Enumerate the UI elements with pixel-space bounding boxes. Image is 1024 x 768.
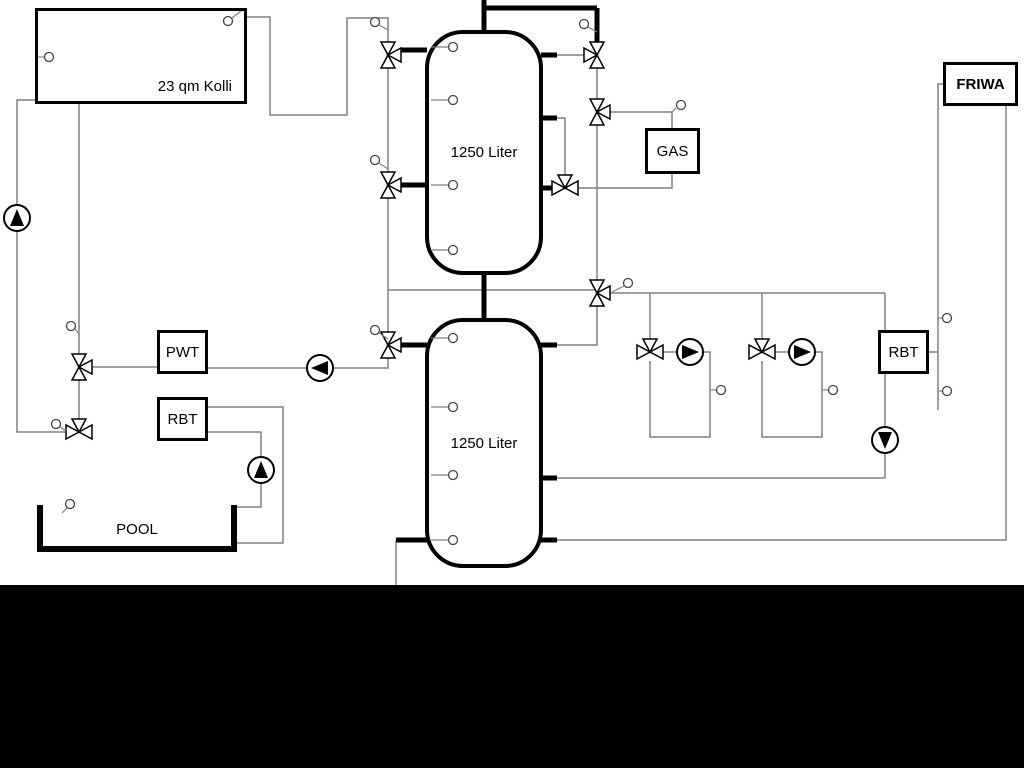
pipe-line: [649, 351, 711, 438]
valve-port-triangle: [70, 418, 88, 434]
sensor-tick: [74, 328, 80, 335]
pwt-box: [157, 330, 208, 374]
sensor-tick: [378, 162, 389, 170]
pipe-line: [556, 306, 598, 346]
temperature-sensor-icon: [50, 418, 62, 430]
temperature-sensor-icon: [578, 18, 590, 30]
pipe-line: [247, 16, 389, 345]
sensor-tick: [611, 285, 625, 293]
valve-port-triangle: [636, 343, 652, 361]
valve-port-triangle: [379, 41, 397, 57]
piping-layer: [3, 0, 1018, 585]
sensor-tick: [378, 332, 389, 340]
temperature-sensor-icon: [941, 385, 953, 397]
valve-port-triangle: [379, 171, 397, 187]
valve-port-triangle: [648, 343, 664, 361]
valve-port-triangle: [748, 343, 764, 361]
sensor-tick: [378, 24, 389, 31]
valve-port-triangle: [595, 284, 611, 302]
pipe-line: [556, 106, 1007, 541]
sensor-tick: [587, 26, 598, 33]
collector-box: [35, 8, 247, 104]
temperature-sensor-icon: [447, 332, 459, 344]
valve-port-triangle: [588, 53, 606, 69]
valve-port-triangle: [379, 343, 397, 359]
pipe-line: [208, 406, 284, 544]
temperature-sensor-icon: [447, 94, 459, 106]
valve-port-triangle: [760, 343, 776, 361]
valve-port-triangle: [386, 176, 402, 194]
temperature-sensor-icon: [447, 244, 459, 256]
rbt-left-box: [157, 397, 208, 441]
temperature-sensor-icon: [43, 51, 55, 63]
valve-port-triangle: [583, 46, 599, 64]
valve-port-triangle: [595, 103, 611, 121]
valve-port-triangle: [588, 110, 606, 126]
valve-port-triangle: [753, 338, 771, 354]
sensor-tick: [59, 426, 67, 432]
temperature-sensor-icon: [65, 320, 77, 332]
pipe-line: [556, 117, 566, 177]
upper-buffer-tank: [425, 30, 543, 275]
rbt-right-box: [878, 330, 929, 374]
lower-buffer-tank: [425, 318, 543, 568]
pump-direction-icon: [10, 209, 24, 226]
pool-basin: [37, 505, 237, 552]
valve-port-triangle: [588, 41, 606, 57]
valve-port-triangle: [588, 98, 606, 114]
valve-port-triangle: [386, 336, 402, 354]
valve-port-triangle: [588, 291, 606, 307]
valve-port-triangle: [588, 279, 606, 295]
bottom-black-band: [0, 585, 1024, 768]
temperature-sensor-icon: [369, 16, 381, 28]
pump-direction-icon: [878, 432, 892, 449]
pipe-line: [761, 351, 823, 438]
sensor-tick: [61, 507, 68, 514]
temperature-sensor-icon: [447, 534, 459, 546]
valve-port-triangle: [556, 174, 574, 190]
pipe-line: [208, 431, 262, 457]
valve-port-triangle: [563, 179, 579, 197]
valve-port-triangle: [641, 338, 659, 354]
temperature-sensor-icon: [369, 324, 381, 336]
friwa-box: [943, 62, 1018, 106]
temperature-sensor-icon: [827, 384, 839, 396]
pipe-line: [578, 174, 673, 189]
pump-direction-icon: [311, 361, 328, 375]
pipe-line: [237, 483, 262, 508]
pipe-line: [610, 111, 673, 128]
sensor-tick: [231, 10, 242, 19]
valve-port-triangle: [77, 358, 93, 376]
valve-port-triangle: [77, 423, 93, 441]
temperature-sensor-icon: [675, 99, 687, 111]
temperature-sensor-icon: [64, 498, 76, 510]
pipe-line: [937, 83, 943, 410]
valve-port-triangle: [386, 46, 402, 64]
pipe-line: [333, 358, 389, 369]
temperature-sensor-icon: [447, 41, 459, 53]
temperature-sensor-icon: [447, 469, 459, 481]
valve-port-triangle: [70, 353, 88, 369]
temperature-sensor-icon: [941, 312, 953, 324]
valve-port-triangle: [379, 183, 397, 199]
valve-port-triangle: [65, 423, 81, 441]
valve-port-triangle: [70, 365, 88, 381]
temperature-sensor-icon: [447, 401, 459, 413]
pump-direction-icon: [254, 461, 268, 478]
valve-port-triangle: [379, 53, 397, 69]
temperature-sensor-icon: [222, 15, 234, 27]
pipe-line: [16, 99, 66, 433]
temperature-sensor-icon: [369, 154, 381, 166]
temperature-sensor-icon: [447, 179, 459, 191]
sensor-tick: [671, 107, 677, 113]
pump-direction-icon: [794, 345, 811, 359]
pump-direction-icon: [682, 345, 699, 359]
temperature-sensor-icon: [715, 384, 727, 396]
gas-boiler-box: [645, 128, 700, 174]
temperature-sensor-icon: [622, 277, 634, 289]
valve-port-triangle: [551, 179, 567, 197]
